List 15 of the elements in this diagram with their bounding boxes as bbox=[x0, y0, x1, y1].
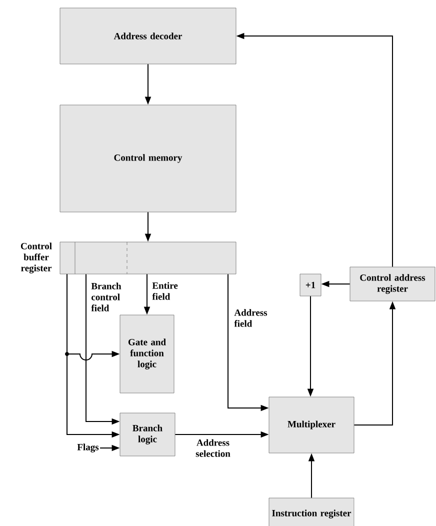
edge-label: Address selection bbox=[196, 439, 230, 457]
logic-box: Branch logic bbox=[120, 412, 176, 456]
register-box: Instruction register bbox=[268, 498, 354, 526]
edge-label: Address field bbox=[234, 309, 268, 327]
decoder-box: Address decoder bbox=[60, 8, 236, 64]
logic-box: Gate and function logic bbox=[120, 314, 174, 394]
multiplexer-box: Multiplexer bbox=[268, 396, 354, 454]
register-box: Control buffer register bbox=[21, 242, 236, 274]
input-label: Flags bbox=[77, 444, 99, 452]
edge-label: Entire field bbox=[152, 282, 178, 300]
edge-label: Branch control field bbox=[91, 282, 122, 312]
node-label: Control buffer register bbox=[20, 242, 52, 274]
register-box: Control address register bbox=[350, 266, 436, 302]
memory-box: Control memory bbox=[60, 104, 236, 212]
incrementer-box: +1 bbox=[300, 274, 322, 296]
